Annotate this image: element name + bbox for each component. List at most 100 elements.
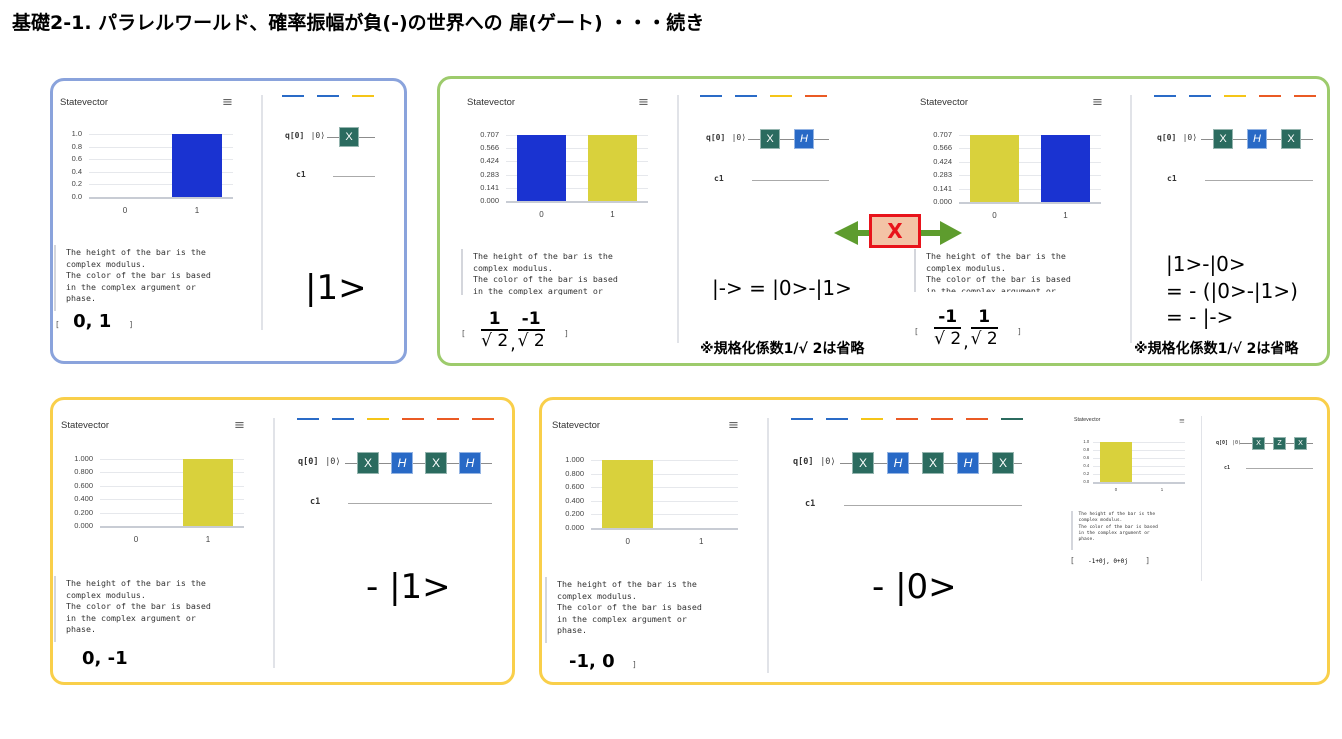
open-bracket: [ <box>56 320 60 329</box>
gate-h[interactable]: H <box>391 452 413 474</box>
gate-x[interactable]: X <box>339 127 359 147</box>
description-line: phase. <box>66 624 96 634</box>
y-tick-label: 0.400 <box>565 495 584 505</box>
legend-stripe <box>352 95 374 97</box>
gridline <box>591 514 738 516</box>
x-tick-label: 0 <box>122 206 128 215</box>
y-tick-label: 0.000 <box>74 521 93 530</box>
y-tick-label: 0.566 <box>933 143 952 153</box>
gate-h[interactable]: H <box>1247 129 1267 149</box>
description-line: complex modulus. <box>1078 518 1123 524</box>
hamburger-menu-icon[interactable]: ≡ <box>638 95 649 110</box>
gate-z[interactable]: Z <box>1273 436 1286 450</box>
gate-x[interactable]: X <box>760 129 780 149</box>
slide-title: 基礎2-1. パラレルワールド、確率振幅が負(-)の世界への 扉(ゲート) ・・… <box>12 12 705 34</box>
qubit-wire <box>345 463 492 464</box>
gate-h[interactable]: H <box>957 452 979 474</box>
gridline <box>89 159 233 161</box>
gate-x[interactable]: X <box>992 452 1014 474</box>
legend-stripe <box>297 418 319 420</box>
gate-x[interactable]: X <box>1281 129 1301 149</box>
gridline <box>89 134 233 135</box>
legend-stripe <box>700 95 722 97</box>
y-tick-label: 0.707 <box>933 130 952 139</box>
classical-wire <box>1205 180 1313 181</box>
legend-stripe <box>931 418 953 420</box>
y-tick-label: 0.4 <box>1083 463 1090 469</box>
gridline <box>100 472 244 474</box>
ket-one-label: |1> <box>305 268 367 308</box>
y-tick-label: 0.2 <box>1083 471 1090 477</box>
hamburger-menu-icon[interactable]: ≡ <box>1092 95 1103 110</box>
description-line: The height of the bar is the <box>557 579 697 589</box>
x-tick-label: 0 <box>133 535 139 544</box>
y-tick-label: 0.200 <box>74 507 93 517</box>
amplitude-values: 0, -1 <box>68 648 146 669</box>
initial-state-label: |0⟩ <box>325 457 341 468</box>
y-tick-label: 0.283 <box>933 170 952 180</box>
legend-stripe <box>402 418 424 420</box>
x-tick-label: 0 <box>539 210 544 219</box>
description-line: The color of the bar is based <box>557 602 702 612</box>
description-line: complex modulus. <box>926 262 1006 273</box>
gate-x[interactable]: X <box>1294 436 1307 450</box>
y-tick-label: 0.424 <box>480 156 499 166</box>
normalization-note: ※規格化係数1/√ 2は省略 <box>1134 341 1299 357</box>
gridline <box>506 187 648 189</box>
initial-state-label: |0⟩ <box>820 457 836 468</box>
gridline <box>100 459 244 460</box>
qubit-label: q[0] <box>298 457 319 468</box>
hamburger-menu-icon[interactable]: ≡ <box>222 95 233 110</box>
divider <box>1201 416 1202 581</box>
close-bracket: ] <box>564 328 568 338</box>
hamburger-menu-icon[interactable]: ≡ <box>234 418 245 433</box>
gate-h[interactable]: H <box>887 452 909 474</box>
gate-x[interactable]: X <box>1213 129 1233 149</box>
gridline <box>506 148 648 150</box>
classical-wire <box>333 176 375 177</box>
description-line: in the complex argument or <box>926 285 1056 293</box>
legend-stripe <box>826 418 848 420</box>
classical-register-label: c1 <box>805 499 816 510</box>
bar <box>969 135 1020 202</box>
gate-x[interactable]: X <box>852 452 874 474</box>
bar <box>1040 135 1091 202</box>
gate-h[interactable]: H <box>459 452 481 474</box>
hamburger-menu-icon[interactable]: ≡ <box>728 418 739 433</box>
gridline <box>1093 442 1185 443</box>
description-line: The height of the bar is the <box>926 251 1066 261</box>
gridline <box>959 175 1101 177</box>
x-tick-label: 1 <box>205 535 211 544</box>
divider <box>273 418 275 668</box>
panel-xh-xhx <box>437 76 1330 366</box>
gate-x[interactable]: X <box>425 452 447 474</box>
x-tick-label: 1 <box>699 537 704 546</box>
amplitude-values: -1, 0] <box>555 651 636 672</box>
fraction: -1√ 2 <box>517 310 545 351</box>
gridline <box>1093 450 1185 451</box>
y-tick-label: 0.6 <box>71 154 82 164</box>
legend-stripe <box>791 418 813 420</box>
classical-register-label: c1 <box>1224 464 1231 471</box>
description-line: in the complex argument or <box>66 281 196 292</box>
numerator: -1 <box>934 308 962 329</box>
amplitude-values: [-1√ 2,1√ 2] <box>915 308 1021 353</box>
legend-stripe <box>1001 418 1023 420</box>
gate-x[interactable]: X <box>922 452 944 474</box>
y-tick-label: 0.600 <box>74 480 93 490</box>
gate-h[interactable]: H <box>794 129 814 149</box>
x-tick-label: 1 <box>1160 486 1164 492</box>
description-line: in the complex argument or <box>557 613 687 624</box>
description-line: The height of the bar is the <box>473 251 613 261</box>
y-tick-label: 0.0 <box>1083 479 1090 485</box>
statevector-title: Statevector <box>920 97 969 108</box>
gate-x[interactable]: X <box>357 452 379 474</box>
denominator: √ 2 <box>481 331 509 351</box>
gate-x[interactable]: X <box>1252 436 1265 450</box>
gridline <box>506 174 648 176</box>
hamburger-menu-icon[interactable]: ≡ <box>1179 416 1185 425</box>
bar <box>171 134 223 197</box>
